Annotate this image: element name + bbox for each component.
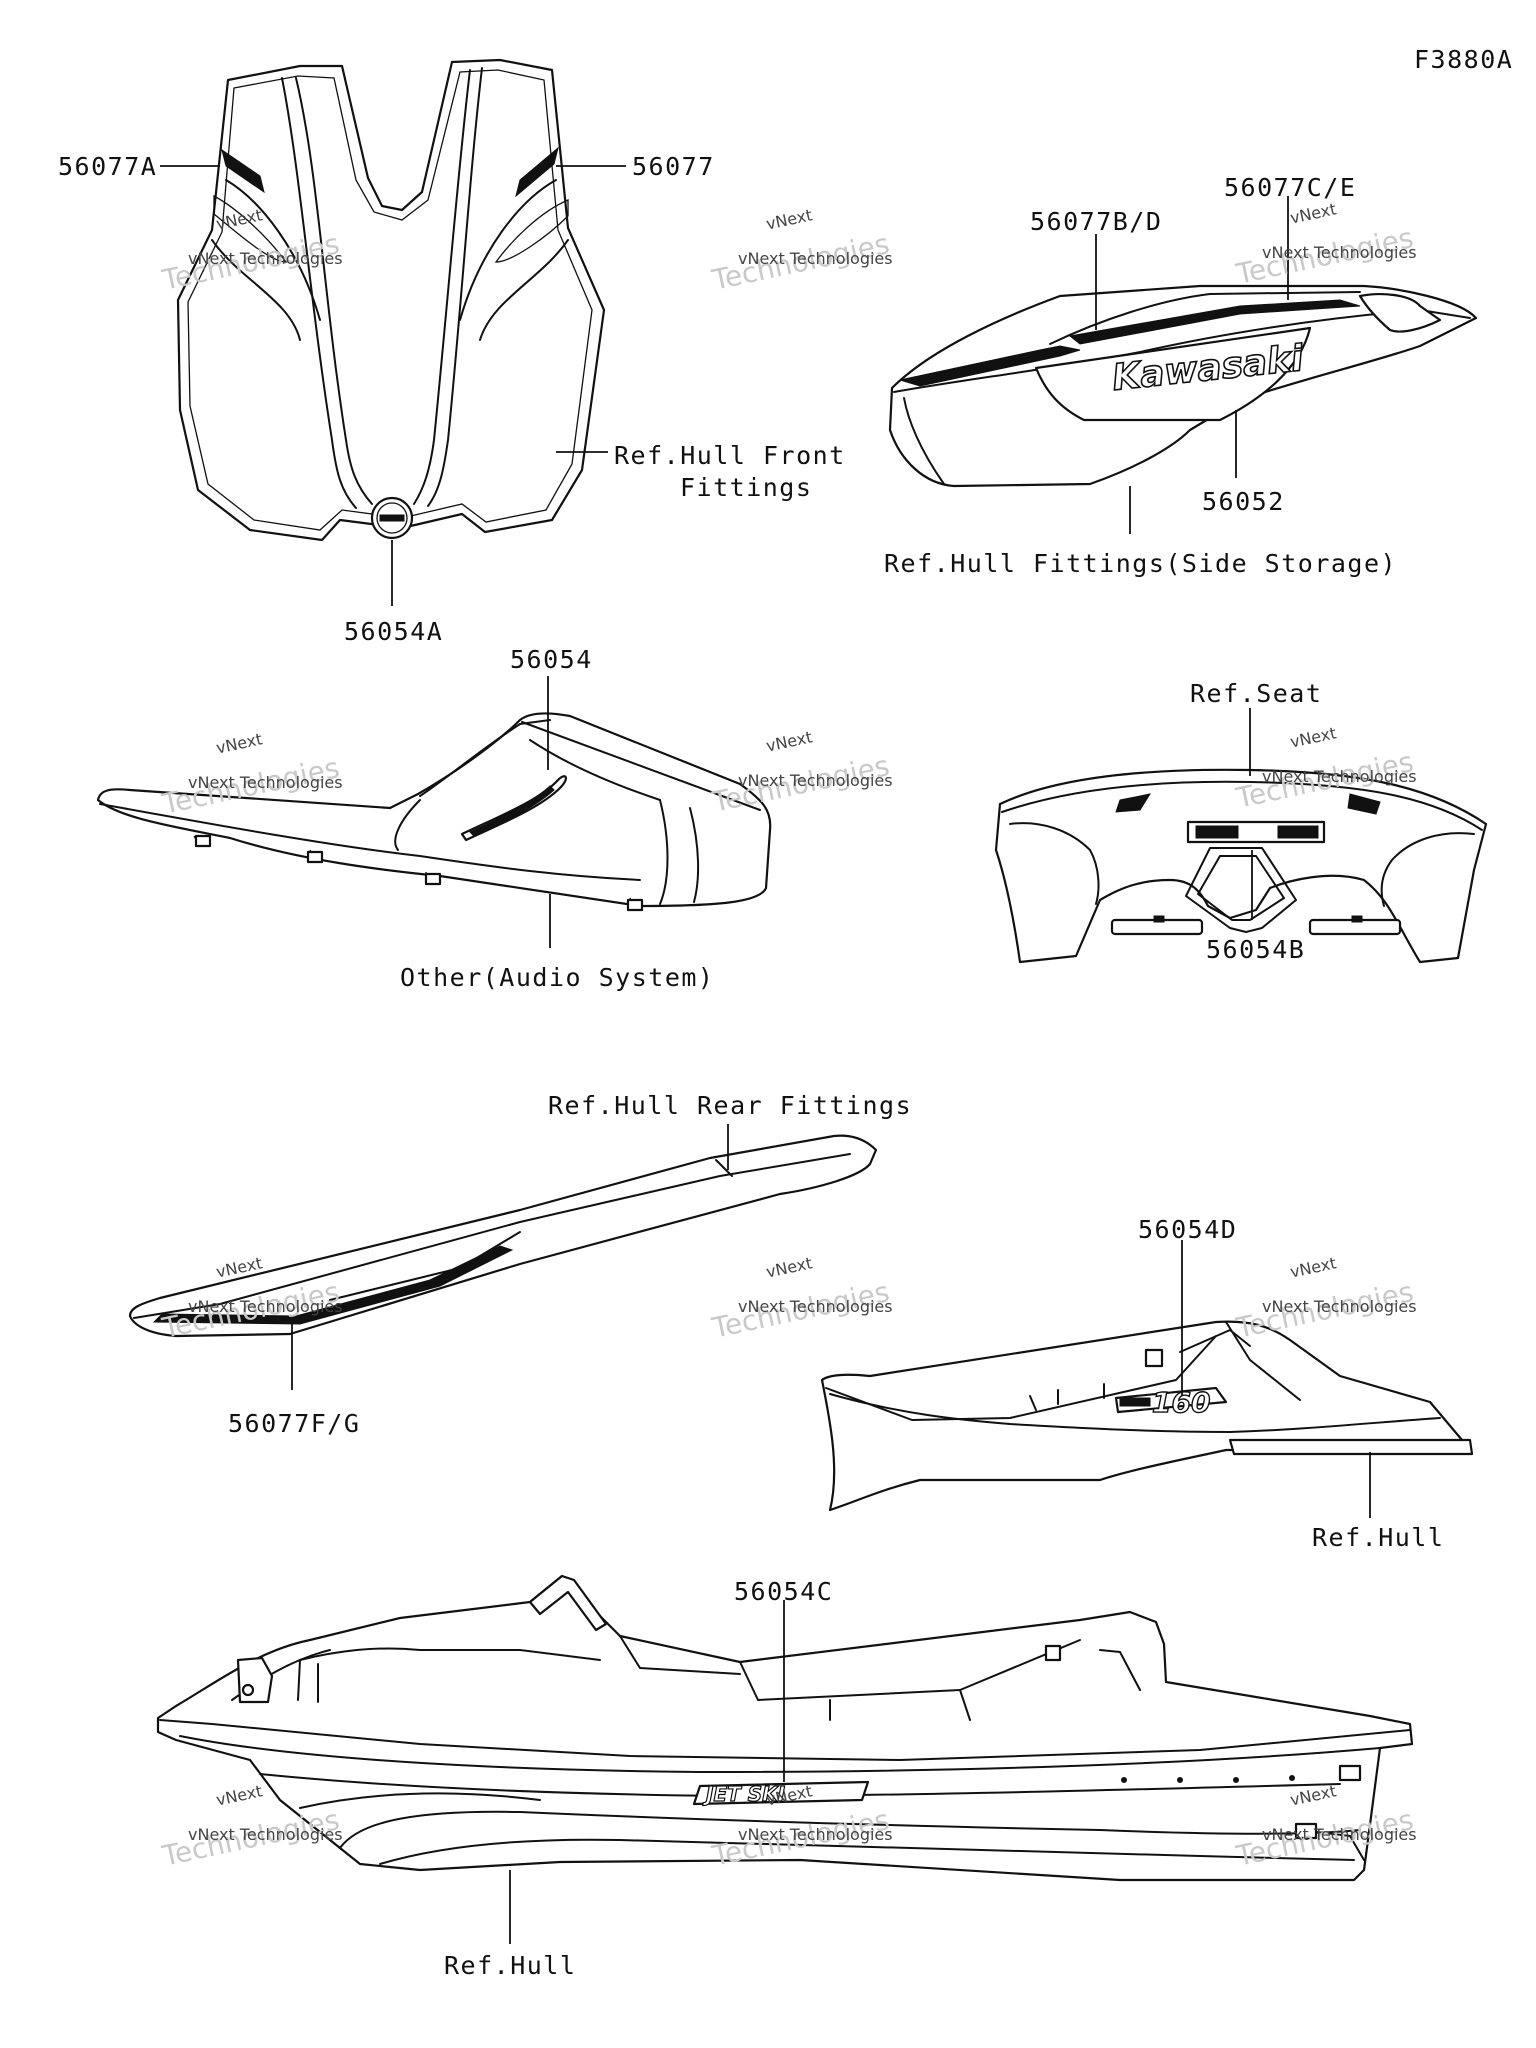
ref-hull-front-line1: Ref.Hull Front xyxy=(614,441,846,470)
svg-text:vNext Technologies: vNext Technologies xyxy=(738,771,893,790)
svg-text:vNext Technologies: vNext Technologies xyxy=(738,1297,893,1316)
side-storage-lid xyxy=(888,284,1478,488)
callout-56077CE: 56077C/E xyxy=(1224,173,1356,202)
svg-text:vNext: vNext xyxy=(764,205,814,233)
watermark-9: Technologies vNext vNext Technologies xyxy=(1232,1253,1416,1345)
other-audio-system: Other(Audio System) xyxy=(400,963,714,992)
ref-hull-rear-deck: Ref.Hull xyxy=(1312,1523,1444,1552)
svg-text:vNext Technologies: vNext Technologies xyxy=(1262,243,1417,262)
svg-text:vNext Technologies: vNext Technologies xyxy=(1262,767,1417,786)
svg-text:vNext: vNext xyxy=(764,727,814,755)
ref-hull-front-line2: Fittings xyxy=(680,473,812,502)
audio-system-cover xyxy=(96,712,772,912)
callout-56054: 56054 xyxy=(510,645,593,674)
svg-text:vNext: vNext xyxy=(214,1781,264,1809)
seat xyxy=(994,768,1488,964)
full-hull xyxy=(156,1574,1414,1882)
callout-56054C: 56054C xyxy=(734,1577,833,1606)
hull-rear-fittings xyxy=(128,1134,878,1338)
svg-text:vNext: vNext xyxy=(1288,1253,1338,1281)
svg-text:vNext: vNext xyxy=(1288,723,1338,751)
svg-text:vNext Technologies: vNext Technologies xyxy=(188,1297,343,1316)
svg-text:vNext: vNext xyxy=(764,1253,814,1281)
diagram-code: F3880A xyxy=(1414,45,1513,74)
callout-56077A: 56077A xyxy=(58,152,157,181)
svg-text:vNext Technologies: vNext Technologies xyxy=(188,1825,343,1844)
svg-text:vNext Technologies: vNext Technologies xyxy=(1262,1297,1417,1316)
svg-text:vNext: vNext xyxy=(214,729,264,757)
svg-text:vNext Technologies: vNext Technologies xyxy=(738,249,893,268)
svg-text:vNext: vNext xyxy=(1288,199,1338,227)
leader-lines xyxy=(160,165,1371,1944)
svg-text:vNext Technologies: vNext Technologies xyxy=(738,1825,893,1844)
svg-text:vNext Technologies: vNext Technologies xyxy=(188,773,343,792)
callout-56077FG: 56077F/G xyxy=(228,1409,360,1438)
callout-56054B: 56054B xyxy=(1206,935,1305,964)
callout-56077: 56077 xyxy=(632,152,715,181)
watermark-8: Technologies vNext vNext Technologies xyxy=(708,1253,892,1345)
callout-56077BD: 56077B/D xyxy=(1030,207,1162,236)
ref-seat: Ref.Seat xyxy=(1190,679,1322,708)
ref-hull-bottom: Ref.Hull xyxy=(444,1951,576,1980)
callout-56054D: 56054D xyxy=(1138,1215,1237,1244)
callout-56054A: 56054A xyxy=(344,617,443,646)
watermark-3: Technologies vNext vNext Technologies xyxy=(1232,199,1416,291)
svg-text:vNext Technologies: vNext Technologies xyxy=(1262,1825,1417,1844)
callout-56052: 56052 xyxy=(1202,487,1285,516)
hull-front-cover xyxy=(176,58,606,542)
svg-text:vNext Technologies: vNext Technologies xyxy=(188,249,343,268)
ref-hull-rear-fittings: Ref.Hull Rear Fittings xyxy=(548,1091,912,1120)
hull-rear-deck xyxy=(820,1320,1474,1512)
watermark-5: Technologies vNext vNext Technologies xyxy=(708,727,892,819)
watermark-2: Technologies vNext vNext Technologies xyxy=(708,205,892,297)
ref-hull-side-storage: Ref.Hull Fittings(Side Storage) xyxy=(884,549,1397,578)
jetski-decal-text: JET SKI xyxy=(702,1782,786,1806)
